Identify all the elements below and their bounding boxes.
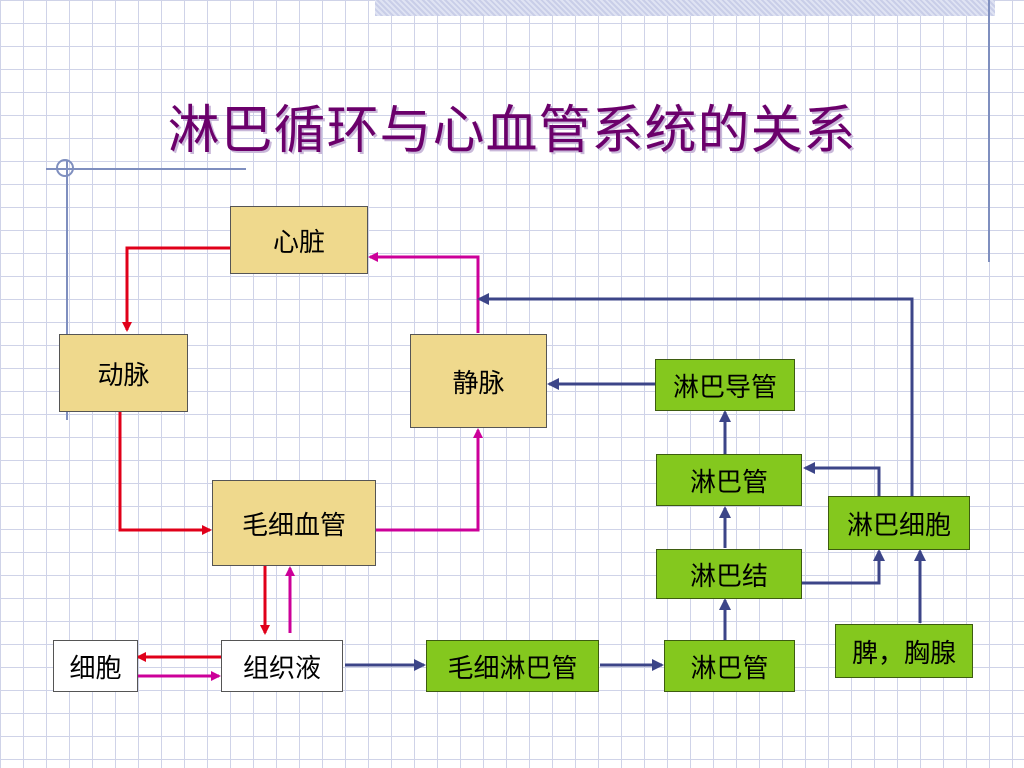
node-capillary: 毛细血管 <box>212 480 376 566</box>
page-title: 淋巴循环与心血管系统的关系 <box>167 101 857 161</box>
arrow-capillary-to-vein <box>376 428 483 532</box>
left-rule <box>66 160 68 420</box>
node-lymphocyte: 淋巴细胞 <box>828 496 970 550</box>
node-spleen-thymus: 脾，胸腺 <box>835 624 973 678</box>
node-lymph-duct: 淋巴导管 <box>655 359 795 411</box>
title-rule <box>46 168 246 170</box>
arrow-vein-to-heart <box>368 252 480 333</box>
arrow-node-to-lymphocyte <box>802 549 885 585</box>
node-lymph-vessel-bottom: 淋巴管 <box>664 640 795 692</box>
rule-ring-icon <box>56 159 74 177</box>
header-band <box>375 0 995 16</box>
node-lymph-node: 淋巴结 <box>656 549 802 599</box>
node-lymph-capillary: 毛细淋巴管 <box>426 640 599 692</box>
right-rule <box>988 0 990 262</box>
node-artery: 动脉 <box>59 334 188 412</box>
node-tissue-fluid: 组织液 <box>221 640 343 692</box>
node-heart: 心脏 <box>230 206 368 274</box>
arrow-heart-to-artery <box>122 246 230 332</box>
arrow-lymphocyte-to-vein <box>477 293 914 496</box>
arrow-artery-to-capillary <box>118 412 212 535</box>
node-vein: 静脉 <box>410 334 547 428</box>
arrow-lymphocyte-to-lymph-vessel <box>803 462 881 496</box>
node-lymph-vessel-top: 淋巴管 <box>656 454 802 506</box>
node-cell: 细胞 <box>53 640 138 692</box>
